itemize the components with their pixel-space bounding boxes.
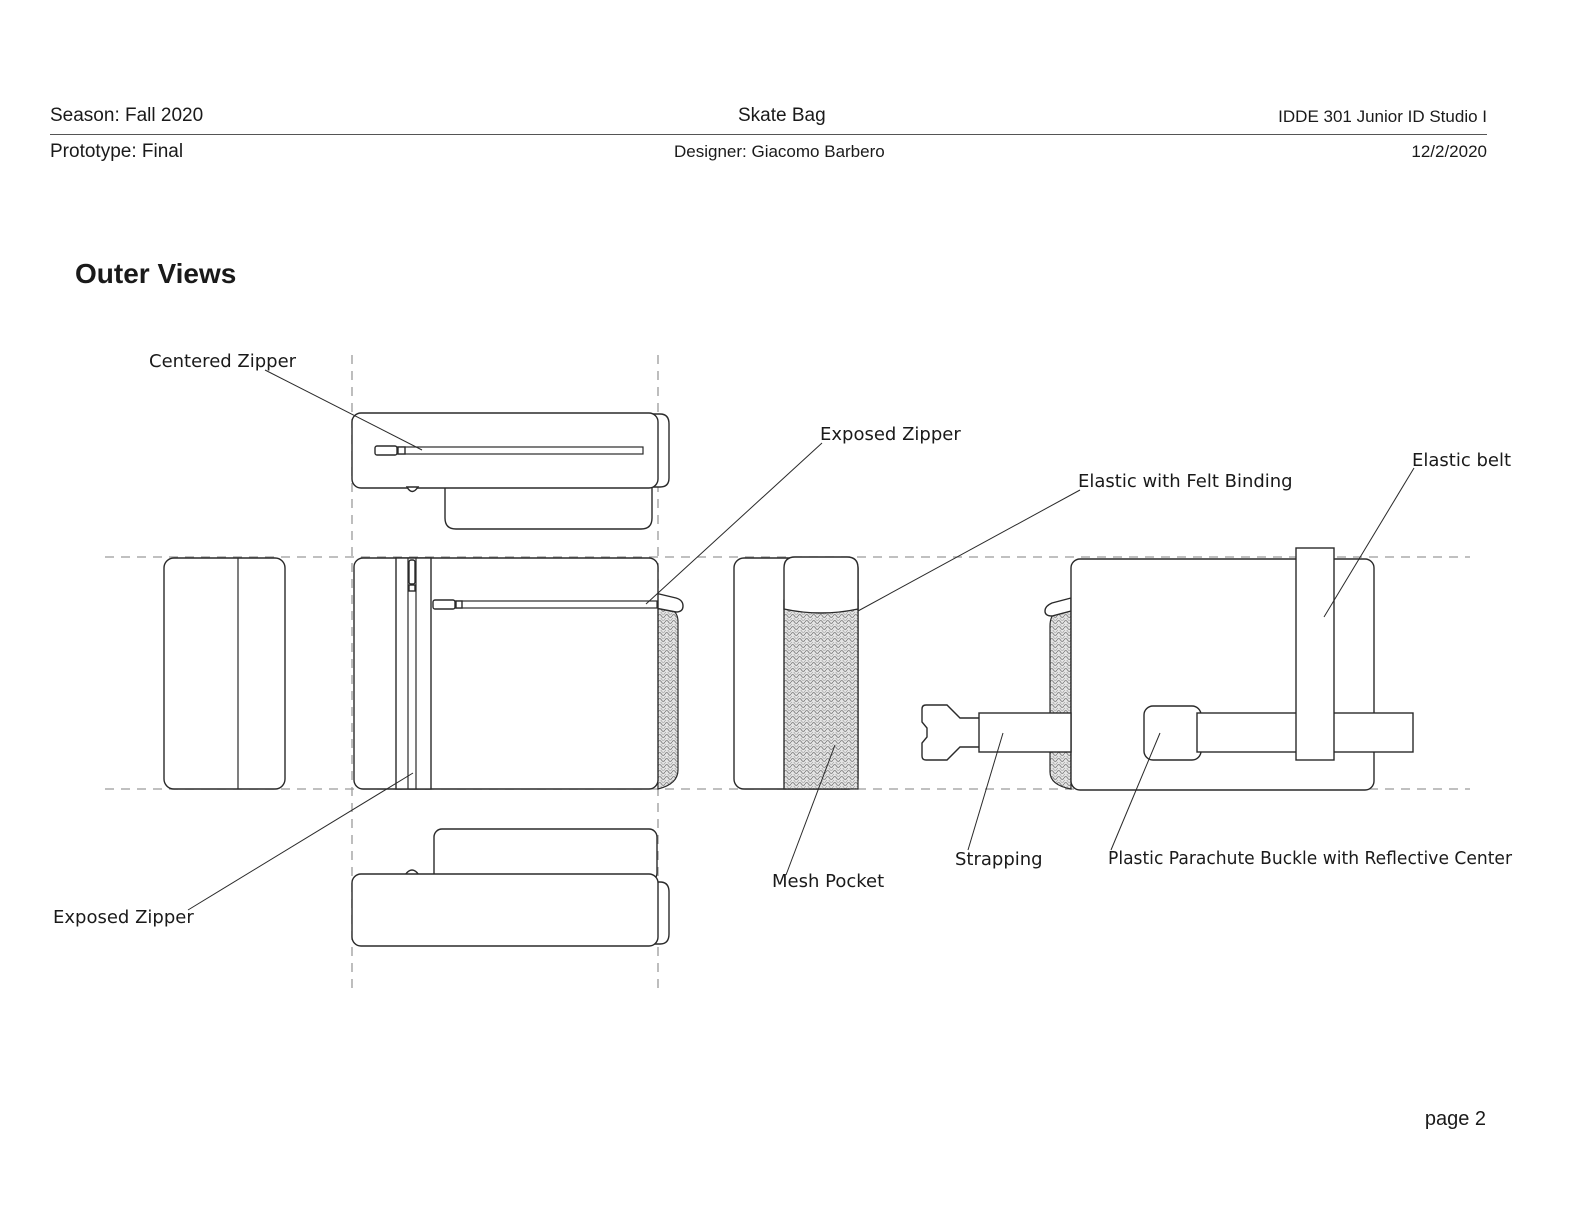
callout-centered-zipper: Centered Zipper (149, 351, 297, 372)
top-view (351, 412, 670, 530)
callout-elastic-belt: Elastic belt (1412, 450, 1511, 471)
header-rule (50, 134, 1487, 135)
callout-exposed-zipper-side: Exposed Zipper (53, 907, 194, 928)
back-view (921, 547, 1414, 791)
callout-elastic-felt-binding: Elastic with Felt Binding (1078, 471, 1293, 492)
left-side-view (163, 557, 286, 790)
bottom-view (351, 828, 670, 947)
section-title: Outer Views (75, 258, 237, 289)
front-view (353, 557, 684, 790)
right-side-view (733, 556, 859, 790)
document-title: Skate Bag (738, 105, 826, 126)
callout-strapping: Strapping (955, 849, 1043, 870)
leader-lines (187, 369, 1415, 911)
page-number: page 2 (1424, 1108, 1486, 1130)
date-label: 12/2/2020 (1411, 142, 1487, 161)
season-label: Season: Fall 2020 (50, 105, 204, 126)
prototype-label: Prototype: Final (50, 141, 184, 162)
designer-label: Designer: Giacomo Barbero (674, 142, 885, 161)
course-label: IDDE 301 Junior ID Studio I (1278, 107, 1487, 126)
callout-exposed-zipper-front: Exposed Zipper (820, 424, 961, 445)
callout-mesh-pocket: Mesh Pocket (772, 871, 884, 892)
callout-buckle: Plastic Parachute Buckle with Reflective… (1108, 848, 1513, 869)
